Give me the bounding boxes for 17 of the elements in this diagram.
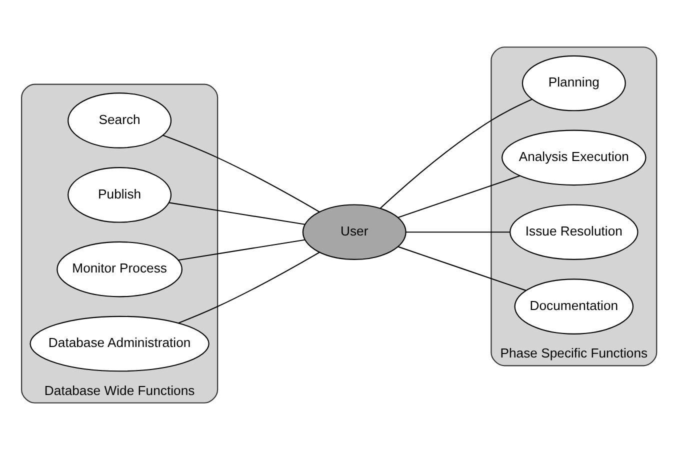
- node-ellipse: User: [302, 204, 406, 260]
- node-ellipse: Documentation: [514, 278, 634, 334]
- connector: [398, 246, 526, 290]
- node-ellipse: Database Administration: [30, 315, 210, 372]
- connector: [380, 98, 532, 208]
- node-ellipse: Planning: [522, 54, 626, 111]
- connector: [162, 134, 320, 212]
- node-ellipse: Issue Resolution: [510, 204, 638, 260]
- connector: [169, 202, 305, 224]
- node-ellipse: Search: [68, 92, 172, 148]
- node-ellipse: Analysis Execution: [502, 129, 646, 186]
- node-ellipse: Publish: [68, 166, 172, 222]
- node-ellipse: Monitor Process: [56, 240, 182, 297]
- connector: [406, 231, 510, 232]
- connector: [178, 238, 305, 260]
- connector: [398, 174, 520, 218]
- connector: [178, 251, 320, 323]
